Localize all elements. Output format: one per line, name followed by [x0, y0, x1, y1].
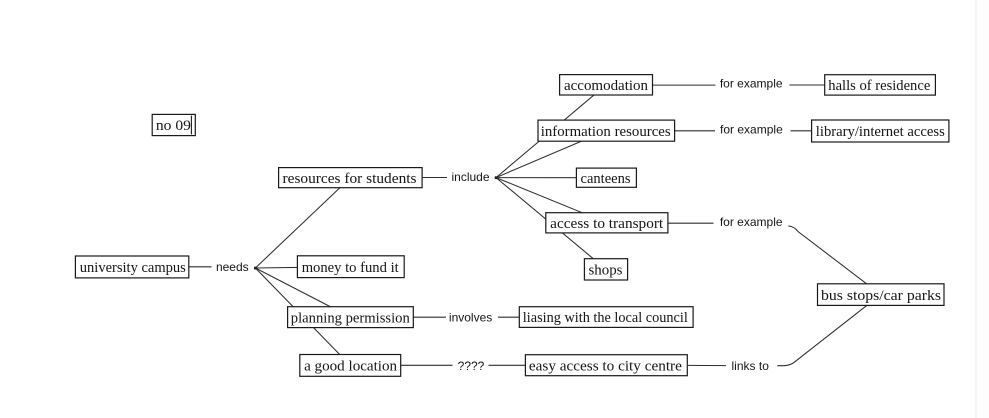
svg-text:include: include: [451, 170, 489, 184]
svg-text:canteens: canteens: [581, 171, 631, 187]
svg-text:university campus: university campus: [80, 260, 186, 276]
svg-text:resources for students: resources for students: [283, 171, 417, 187]
svg-text:library/internet access: library/internet access: [816, 124, 945, 140]
svg-text:a good location: a good location: [304, 359, 397, 375]
svg-text:for example: for example: [720, 123, 783, 137]
svg-text:????: ????: [458, 359, 485, 373]
svg-text:involves: involves: [449, 310, 492, 324]
svg-text:needs: needs: [216, 260, 249, 274]
svg-text:money to fund it: money to fund it: [302, 260, 400, 276]
svg-text:links to: links to: [732, 359, 770, 373]
svg-text:liasing with the local council: liasing with the local council: [523, 310, 688, 326]
svg-text:for example: for example: [720, 215, 783, 229]
svg-text:access to transport: access to transport: [550, 216, 664, 232]
svg-text:no 09: no 09: [156, 118, 191, 134]
svg-text:accomodation: accomodation: [564, 78, 648, 94]
svg-text:information resources: information resources: [541, 124, 671, 140]
svg-text:easy access to city centre: easy access to city centre: [529, 358, 682, 374]
svg-text:for example: for example: [720, 77, 783, 91]
svg-text:halls of residence: halls of residence: [828, 78, 930, 94]
svg-text:planning permission: planning permission: [291, 310, 410, 326]
svg-text:bus stops/car parks: bus stops/car parks: [821, 288, 941, 304]
svg-text:shops: shops: [589, 263, 623, 279]
